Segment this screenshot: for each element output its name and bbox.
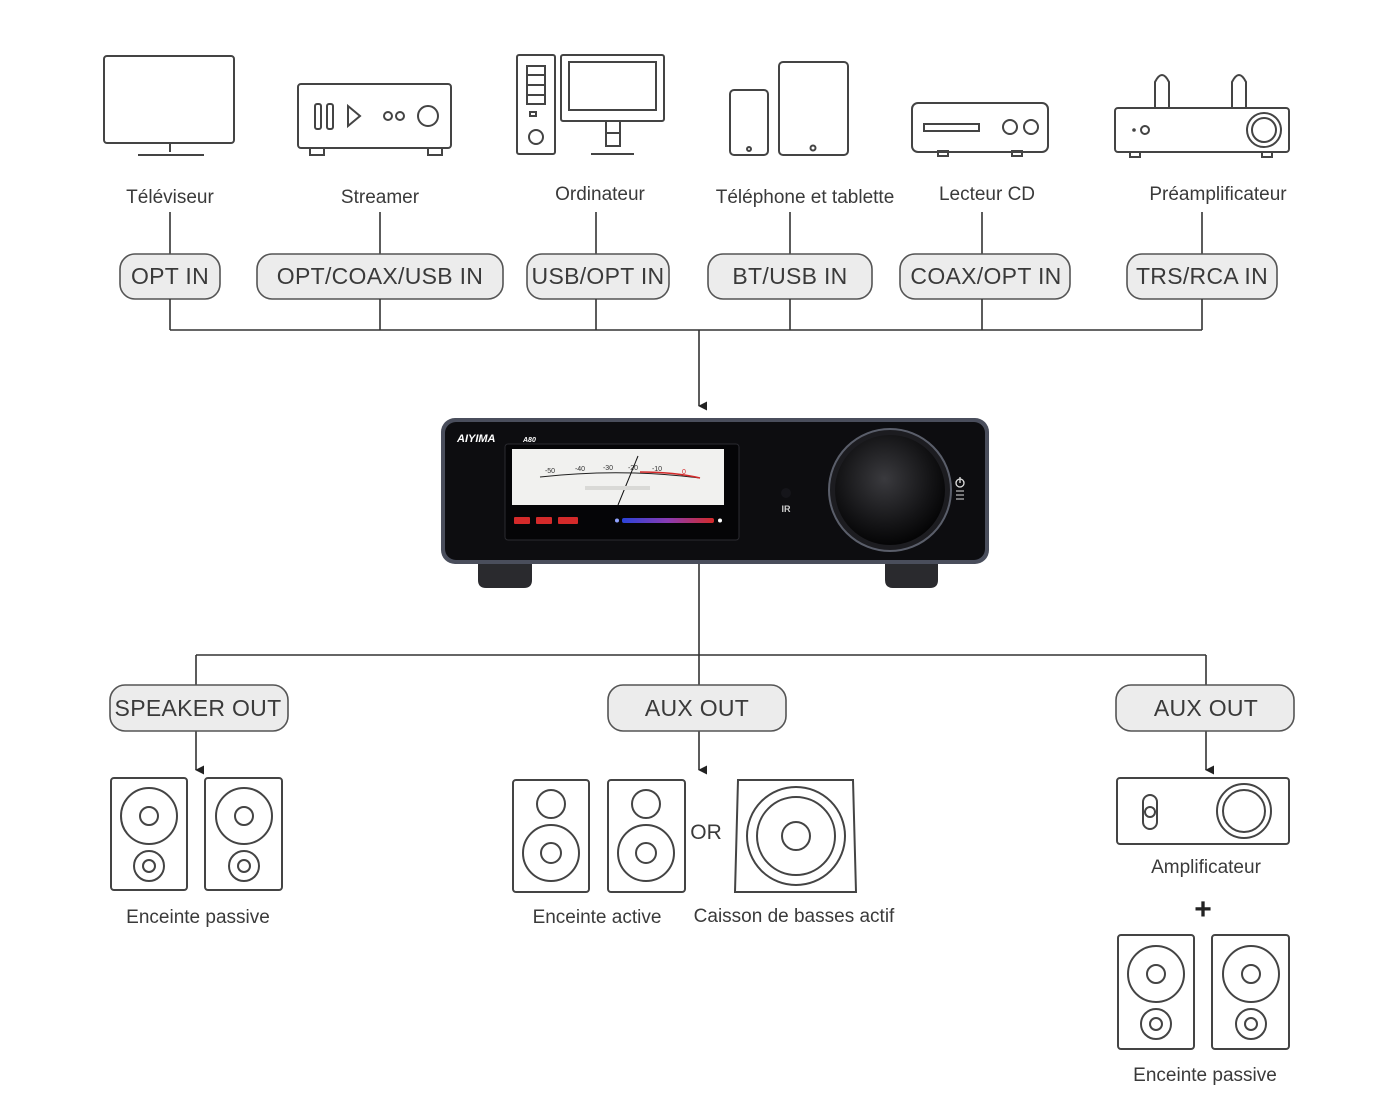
vu-tick: 0: [682, 469, 686, 476]
port-pill-usb-opt-in: USB/OPT IN: [526, 253, 670, 300]
output-label-active-speaker: Enceinte active: [533, 907, 662, 928]
port-label: OPT IN: [131, 263, 209, 289]
source-label-tv: Téléviseur: [126, 187, 214, 208]
port-pill-bt-usb-in: BT/USB IN: [707, 253, 873, 300]
output-bus: [195, 564, 1215, 775]
port-label: AUX OUT: [645, 695, 749, 721]
vu-tick: -30: [603, 465, 613, 472]
source-label-cd: Lecteur CD: [939, 184, 1035, 205]
output-label-subwoofer: Caisson de basses actif: [694, 906, 895, 927]
port-pill-aux-out-right: AUX OUT: [1115, 684, 1295, 732]
external-amplifier-icon: [1116, 777, 1290, 845]
port-pill-coax-opt-in: COAX/OPT IN: [899, 253, 1071, 300]
passive-speakers-icon: [110, 777, 283, 891]
input-bus: [169, 299, 1203, 411]
port-pill-aux-out-center: AUX OUT: [607, 684, 787, 732]
port-label: AUX OUT: [1154, 695, 1258, 721]
tube-preamp-icon: [1114, 74, 1290, 158]
port-pill-opt-in: OPT IN: [119, 253, 221, 300]
port-label: BT/USB IN: [732, 263, 847, 289]
source-label-phone-tablet: Téléphone et tablette: [716, 187, 895, 208]
port-label: COAX/OPT IN: [910, 263, 1061, 289]
source-connector-lines: [169, 212, 1203, 254]
source-label-streamer: Streamer: [341, 187, 420, 208]
vu-tick: -40: [575, 466, 585, 473]
source-label-preamp: Préamplificateur: [1149, 184, 1287, 205]
port-label: OPT/COAX/USB IN: [277, 263, 483, 289]
ir-label: IR: [782, 504, 792, 514]
port-label: USB/OPT IN: [532, 263, 665, 289]
phone-tablet-icon: [729, 61, 849, 156]
amplifier-device-icon: AIYIMA A80 -50 -40 -30 -20 -10 0 IR: [441, 418, 989, 588]
power-icon: [955, 477, 965, 500]
computer-icon: [516, 54, 665, 155]
active-speakers-icon: [512, 779, 686, 893]
port-label: SPEAKER OUT: [115, 695, 282, 721]
cd-player-icon: [911, 102, 1049, 157]
passive-speakers-right-icon: [1117, 934, 1290, 1050]
vu-meter: -50 -40 -30 -20 -10 0: [512, 449, 724, 506]
output-label-passive-speaker-right: Enceinte passive: [1133, 1065, 1277, 1086]
port-pill-trs-rca-in: TRS/RCA IN: [1126, 253, 1278, 300]
tv-icon: [103, 55, 235, 156]
device-brand: AIYIMA: [456, 433, 496, 445]
port-pill-opt-coax-usb-in: OPT/COAX/USB IN: [256, 253, 504, 300]
or-text: OR: [690, 821, 722, 844]
port-label: TRS/RCA IN: [1136, 263, 1268, 289]
plus-sign: +: [1194, 893, 1212, 926]
port-pill-speaker-out: SPEAKER OUT: [109, 684, 289, 732]
streamer-icon: [297, 83, 452, 156]
device-model: A80: [522, 437, 536, 444]
subwoofer-icon: [733, 779, 858, 893]
vu-tick: -10: [652, 466, 662, 473]
vu-tick: -50: [545, 468, 555, 475]
source-label-computer: Ordinateur: [555, 184, 645, 205]
output-label-amplifier: Amplificateur: [1151, 857, 1261, 878]
output-label-passive-speaker: Enceinte passive: [126, 907, 270, 928]
